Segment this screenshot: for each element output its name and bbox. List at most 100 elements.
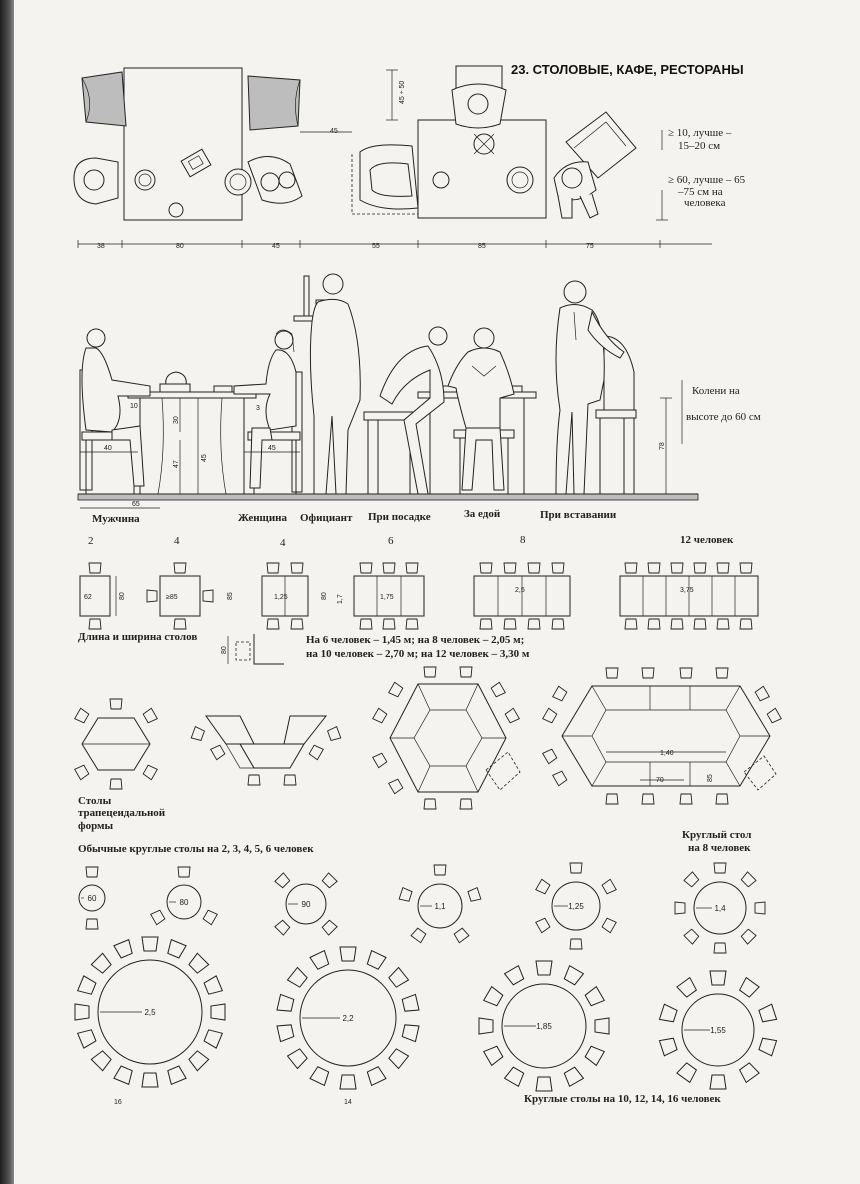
dim-label: 10 (130, 403, 138, 410)
plan-note: ≥ 10, лучше – (668, 127, 732, 139)
plan-note: –75 см на (677, 186, 723, 198)
round-caption-small: Обычные круглые столы на 2, 3, 4, 5, 6 ч… (78, 843, 314, 855)
chair (569, 862, 583, 874)
dim-label: 47 (173, 460, 180, 468)
round-table-size: 2,5 (144, 1008, 156, 1017)
chair (309, 1065, 331, 1086)
round-seat-count: 16 (114, 1099, 122, 1106)
chair (504, 1065, 526, 1087)
chair (90, 1048, 114, 1072)
chair (85, 918, 99, 930)
chair (601, 916, 617, 934)
chair (141, 936, 159, 952)
table-dim: 85 (227, 592, 234, 600)
round-table-top (97, 959, 203, 1065)
chair (683, 928, 700, 945)
section-view: 40 10 65 30 47 45 3 45 78 Колени на высо… (77, 273, 761, 525)
rect-table-6: 1,75 (353, 562, 425, 630)
round-table: 1,25 (535, 862, 617, 950)
chair (658, 1035, 679, 1057)
dim-label: 85 (478, 243, 486, 250)
dim-label: 85 (707, 774, 714, 782)
chair (165, 1064, 187, 1085)
chair (276, 993, 295, 1014)
chair (737, 1061, 760, 1083)
round-table: 1,55 (658, 970, 778, 1090)
trap-caption: формы (78, 820, 114, 832)
round-table: 90 (274, 872, 338, 936)
table-seat-count: 2 (88, 535, 94, 547)
plan-person (73, 157, 156, 205)
dim-label: 38 (97, 243, 105, 250)
section-label: Мужчина (92, 513, 140, 525)
chair (398, 887, 413, 903)
chair (583, 986, 605, 1008)
chair (90, 952, 114, 976)
plan-person (451, 65, 507, 155)
chair (452, 927, 470, 944)
chair (569, 938, 583, 950)
dim-label: 40 (104, 445, 112, 452)
trap-caption: Столы (78, 795, 112, 807)
chair (562, 1065, 584, 1087)
dim-label: 55 (372, 243, 380, 250)
chair (210, 1003, 226, 1021)
section-label: При посадке (368, 511, 431, 523)
chair (535, 916, 551, 934)
round-table: 2,2 (276, 946, 420, 1090)
plan-dimensions: 45 45 ÷ 50 38 80 45 55 85 75 (77, 69, 712, 250)
table-seat-count: 12 человек (680, 534, 734, 546)
dim-label: 45 ÷ 50 (399, 81, 406, 104)
plan-waiter (224, 156, 303, 204)
chair (713, 942, 727, 954)
chair (77, 1027, 98, 1049)
round-table-size: 1,4 (714, 904, 726, 913)
plan-plate (168, 202, 184, 218)
rect-table-2: 62 80 (79, 562, 126, 630)
chair (321, 919, 338, 936)
chair (401, 1022, 420, 1043)
plan-person (553, 111, 637, 219)
dim-label: 45 (201, 454, 208, 462)
chair (737, 977, 760, 999)
chair (365, 1065, 387, 1086)
page-title: 23. СТОЛОВЫЕ, КАФЕ, РЕСТОРАНЫ (511, 62, 744, 77)
table-seat-count: 4 (280, 537, 286, 549)
round-table-size: 1,1 (434, 902, 446, 911)
plan-table-left (123, 67, 243, 221)
chair (433, 864, 447, 876)
plan-note: человека (684, 197, 726, 209)
table-seat-count: 4 (174, 535, 180, 547)
section-person-waiter (293, 273, 361, 495)
chair (713, 862, 727, 874)
chair (202, 975, 223, 997)
chair (709, 970, 727, 986)
dim-label: 65 (132, 501, 140, 508)
table-dim: 1,7 (337, 594, 344, 604)
chair (740, 871, 757, 888)
table-dim: 80 (221, 646, 228, 654)
page-binding-edge (0, 0, 14, 1184)
trap-elongated: 1,40 70 85 (542, 667, 782, 805)
chair (287, 1046, 309, 1070)
chair (594, 1017, 610, 1035)
table-size: 1,75 (380, 594, 394, 601)
chair (321, 872, 338, 889)
round-table: 2,5 (74, 936, 226, 1088)
section-person-eating (447, 327, 515, 494)
section-note: Колени на (692, 385, 740, 397)
chair (757, 1035, 778, 1057)
chair (709, 1074, 727, 1090)
round-table-top (417, 883, 463, 929)
round-table-top (501, 983, 587, 1069)
dim-label: 78 (659, 442, 666, 450)
chair (754, 901, 766, 915)
round-table: 1,4 (674, 862, 766, 954)
dim-label: 80 (176, 243, 184, 250)
section-label: Официант (300, 512, 353, 524)
table-size: 62 (84, 594, 92, 601)
round-table-top (78, 884, 106, 912)
section-person-standing-up (555, 280, 637, 495)
table-seat-count: 8 (520, 534, 526, 546)
